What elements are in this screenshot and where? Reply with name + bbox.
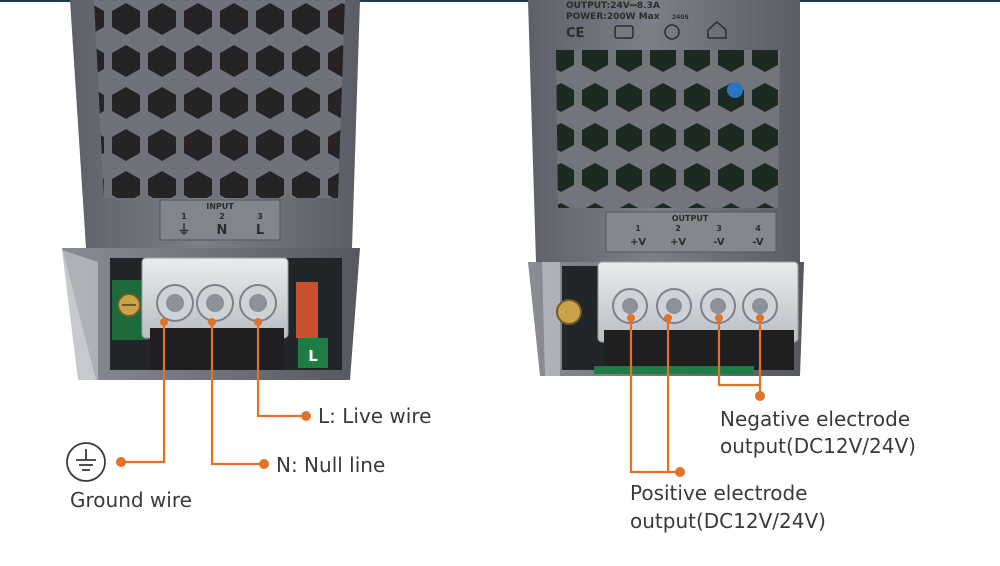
right-blue-component bbox=[727, 82, 743, 98]
callout-line-positive bbox=[629, 318, 670, 474]
callout-line-live bbox=[256, 322, 304, 418]
right-ground-screw bbox=[556, 299, 582, 325]
left-input-header: INPUT bbox=[206, 202, 234, 211]
callout-line-ground bbox=[122, 322, 166, 464]
left-input-plate bbox=[159, 199, 281, 241]
right-terminal-symbol-4: -V bbox=[752, 237, 763, 248]
callout-line-null bbox=[210, 322, 262, 466]
right-nameplate-code: 2405 bbox=[672, 14, 689, 21]
right-terminal-symbol-3: -V bbox=[713, 237, 724, 248]
label-negative-line2: output(DC12V/24V) bbox=[720, 434, 916, 458]
right-terminal-number-3: 3 bbox=[716, 224, 722, 233]
right-cert-icons bbox=[614, 20, 727, 40]
right-vent-grille bbox=[556, 50, 780, 208]
left-switch bbox=[296, 282, 318, 338]
right-nameplate-line2: POWER:200W Max bbox=[566, 12, 660, 22]
left-terminal-symbol-n: N bbox=[217, 223, 228, 238]
right-terminal-number-2: 2 bbox=[675, 224, 681, 233]
callout-lines bbox=[116, 314, 765, 477]
right-side-flap bbox=[542, 262, 560, 376]
right-terminal-number-1: 1 bbox=[635, 224, 641, 233]
right-terminal-block bbox=[604, 330, 794, 370]
callout-line-negative bbox=[717, 318, 762, 387]
label-null-line: N: Null line bbox=[276, 453, 385, 477]
left-terminal-symbol-ground: ⏚ bbox=[177, 223, 190, 238]
label-positive-line1: Positive electrode bbox=[630, 481, 807, 505]
left-terminal-number-1: 1 bbox=[181, 212, 187, 221]
left-side-flap bbox=[62, 250, 98, 380]
left-switch-pcb bbox=[298, 338, 328, 368]
left-terminal-block bbox=[150, 328, 284, 370]
left-terminal-number-2: 2 bbox=[219, 212, 225, 221]
right-terminal-symbol-1: +V bbox=[630, 237, 646, 248]
right-pcb-edge bbox=[594, 366, 754, 374]
right-output-plate bbox=[605, 211, 777, 253]
right-power-supply: OUTPUT:24V⎓8.3A POWER:200W Max 2405 CE O… bbox=[528, 0, 804, 376]
right-terminal-symbol-2: +V bbox=[670, 237, 686, 248]
right-output-header: OUTPUT bbox=[672, 214, 709, 223]
ground-symbol-icon bbox=[66, 442, 106, 482]
left-vent-grille bbox=[94, 0, 345, 198]
right-ce-mark: CE bbox=[566, 26, 584, 41]
left-terminal-number-3: 3 bbox=[257, 212, 263, 221]
left-switch-mark: L bbox=[308, 347, 318, 365]
label-positive-line2: output(DC12V/24V) bbox=[630, 509, 826, 533]
label-negative-line1: Negative electrode bbox=[720, 407, 910, 431]
label-ground-wire: Ground wire bbox=[70, 488, 192, 512]
label-live-wire: L: Live wire bbox=[318, 404, 431, 428]
right-terminal-number-4: 4 bbox=[755, 224, 761, 233]
right-nameplate-line1: OUTPUT:24V⎓8.3A bbox=[566, 1, 660, 11]
left-power-supply: INPUT 1 2 3 ⏚ N L L bbox=[62, 0, 360, 380]
left-terminal-symbol-l: L bbox=[256, 223, 264, 238]
